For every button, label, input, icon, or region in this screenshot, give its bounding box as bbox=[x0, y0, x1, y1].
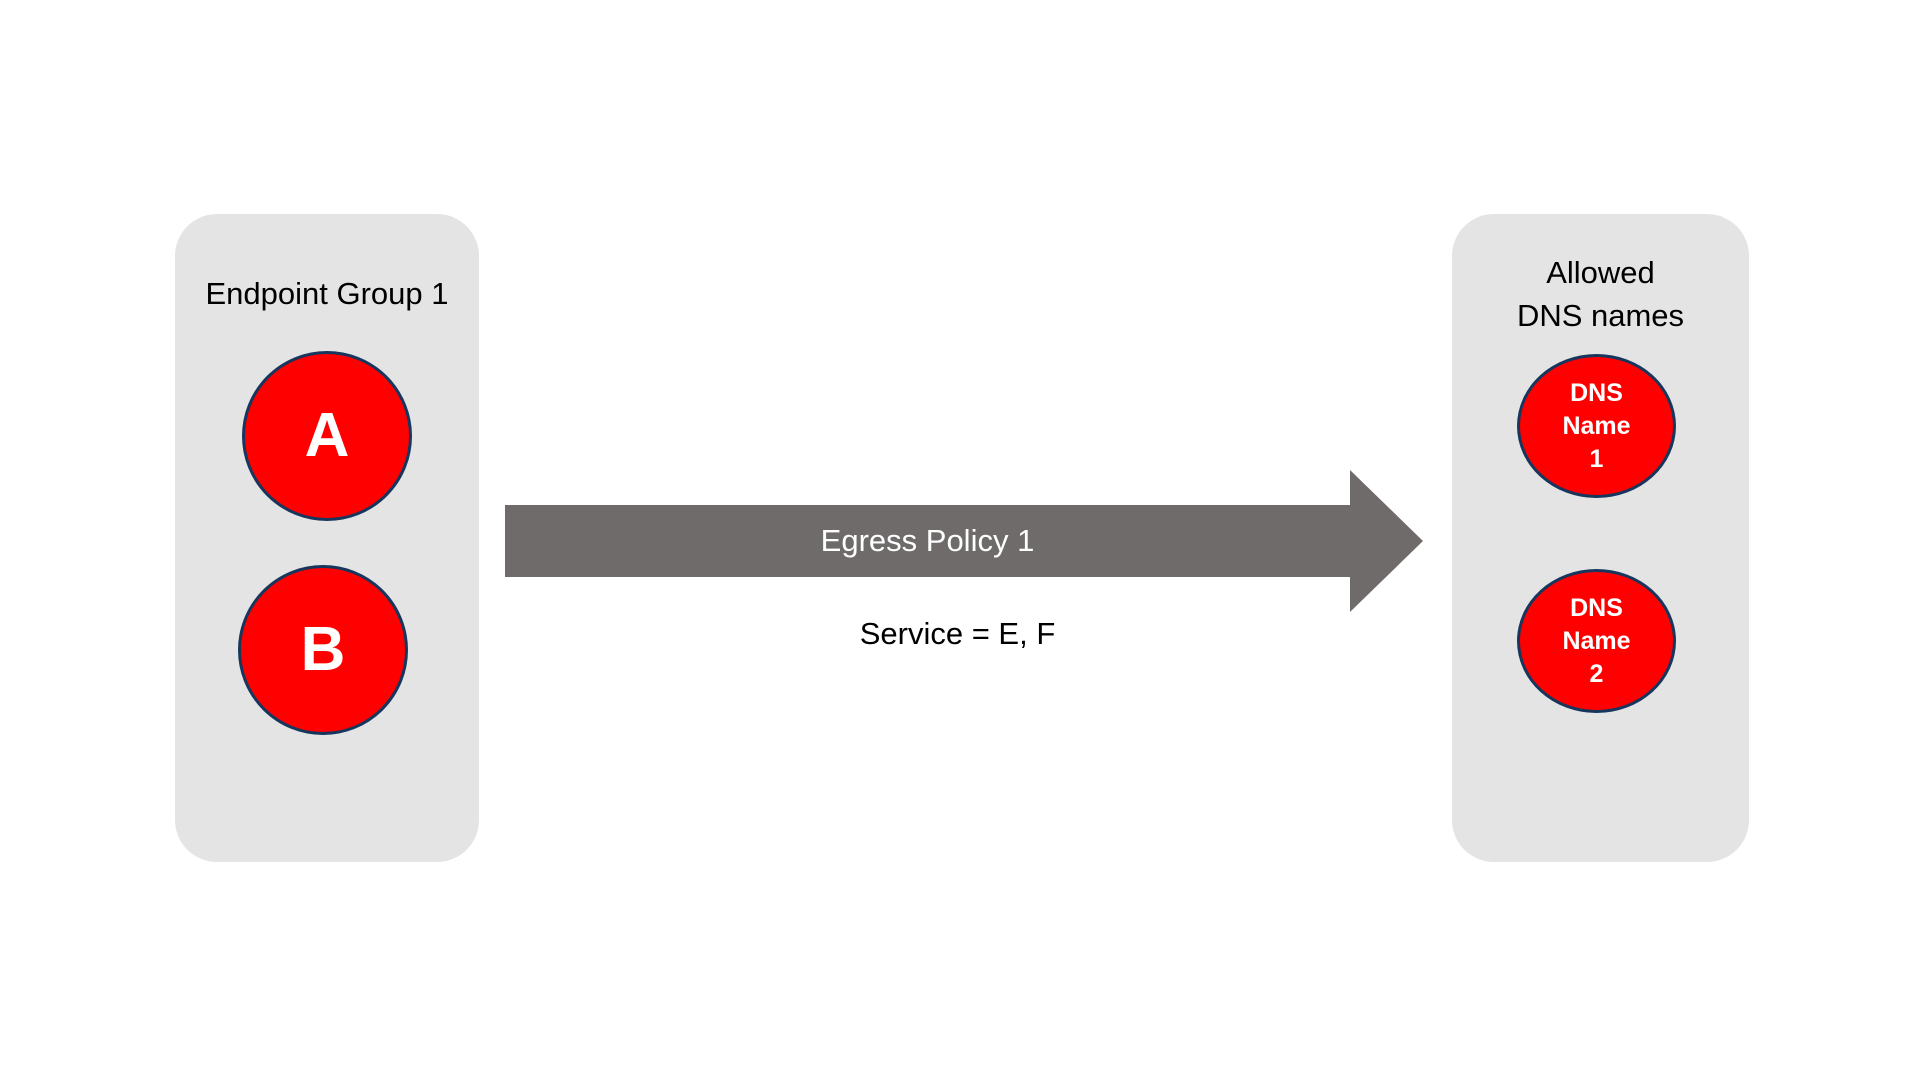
dns-name-node-1-label: DNS Name 1 bbox=[1562, 378, 1631, 473]
egress-policy-name: Egress Policy 1 bbox=[820, 523, 1035, 558]
dns-name-node-2[interactable]: DNS Name 2 bbox=[1517, 569, 1676, 713]
endpoint-node-b-label: B bbox=[300, 615, 346, 684]
allowed-dns-names-panel[interactable]: Allowed DNS names DNS Name 1 DNS Name 2 bbox=[1452, 214, 1749, 862]
egress-policy-arrow-icon bbox=[505, 470, 1423, 612]
endpoint-node-a[interactable]: A bbox=[242, 351, 412, 521]
endpoint-group-panel[interactable]: Endpoint Group 1 A B bbox=[175, 214, 479, 862]
endpoint-node-a-label: A bbox=[304, 401, 350, 470]
allowed-dns-names-title: Allowed DNS names bbox=[1516, 255, 1685, 333]
dns-name-node-1[interactable]: DNS Name 1 bbox=[1517, 354, 1676, 498]
dns-name-node-2-label: DNS Name 2 bbox=[1562, 593, 1631, 688]
egress-policy-service-rule: Service = E, F bbox=[859, 616, 1056, 651]
endpoint-group-title: Endpoint Group 1 bbox=[205, 276, 449, 311]
endpoint-node-b[interactable]: B bbox=[238, 565, 408, 735]
